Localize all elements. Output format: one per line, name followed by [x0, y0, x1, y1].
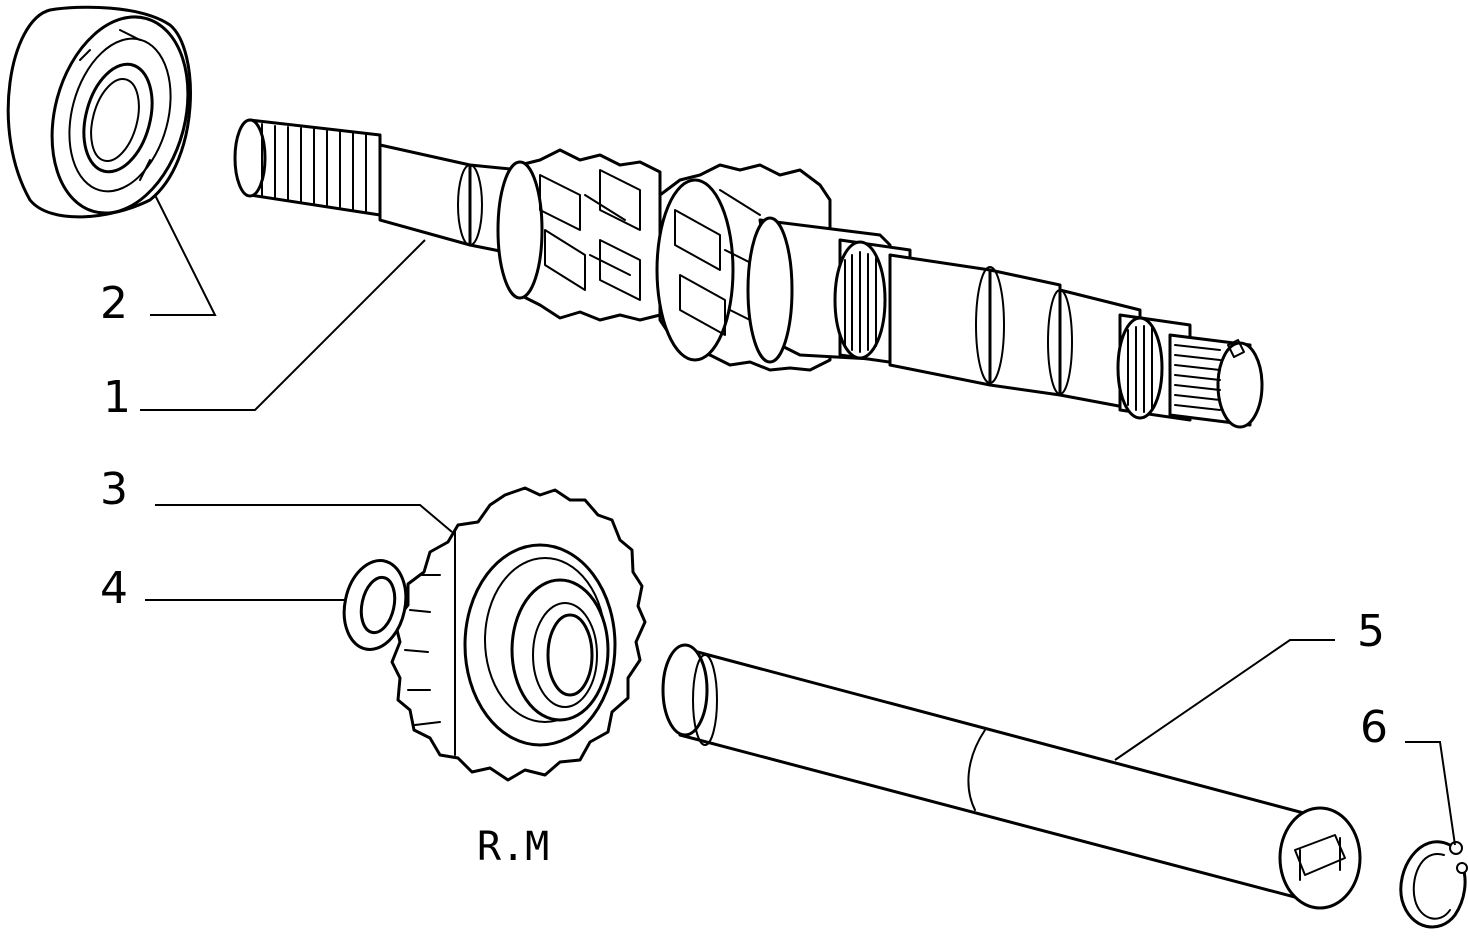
callout-5: 5	[1357, 606, 1385, 657]
washer-part-4	[342, 559, 408, 651]
leader-line-3	[155, 504, 453, 533]
callout-4: 4	[100, 563, 128, 614]
circlip-part-6	[1399, 840, 1468, 929]
idler-shaft-part-5	[661, 643, 1362, 910]
gear-caption: R.M	[477, 824, 549, 870]
leader-lines	[140, 194, 1456, 846]
bearing-part-2	[6, 5, 192, 219]
callout-2: 2	[100, 278, 128, 329]
leader-line-2	[150, 194, 217, 316]
main-shaft-part-1	[233, 118, 1264, 429]
callout-1: 1	[103, 372, 131, 423]
leader-line-5	[1114, 639, 1335, 761]
leader-line-6	[1405, 741, 1456, 846]
leader-line-1	[140, 239, 426, 411]
reverse-gear-part-3	[390, 486, 647, 782]
callout-6: 6	[1360, 702, 1388, 753]
callout-3: 3	[100, 464, 128, 515]
